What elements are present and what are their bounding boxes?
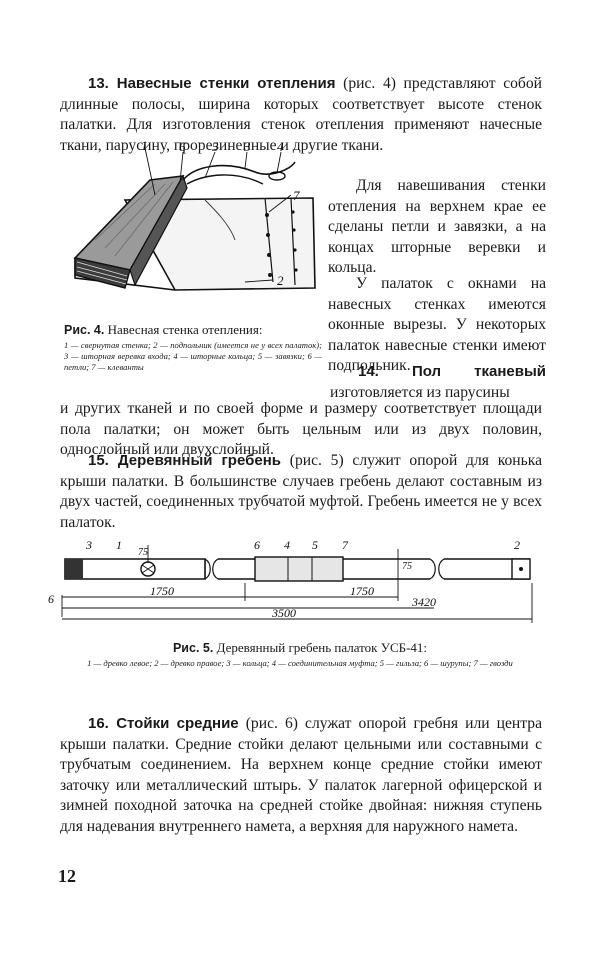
fig4-label-5: 5 <box>212 140 219 154</box>
section-16-heading: 16. Стойки средние <box>88 715 239 732</box>
figure-5-caption-text: Деревянный гребень палаток УСБ-41: <box>216 640 428 655</box>
section-15-text: (рис. 5) служит опорой для конька крыши … <box>60 452 542 531</box>
section-15-paragraph: 15. Деревянный гребень (рис. 5) служит о… <box>60 451 542 533</box>
section-13-continued: Для навешивания стенки отепления на верх… <box>328 176 546 279</box>
figure-5-legend: 1 — древко левое; 2 — древко правое; 3 —… <box>87 658 513 668</box>
figure-5-caption: Рис. 5. Деревянный гребень палаток УСБ-4… <box>60 640 540 656</box>
fig5-label-4: 4 <box>284 538 290 552</box>
fig5-label-2: 2 <box>514 538 520 552</box>
figure-4-illustration: 1 6 5 3 4 7 2 <box>73 140 316 291</box>
fig4-label-7: 7 <box>293 188 300 203</box>
figure-4-caption-label: Рис. 4. <box>64 323 105 337</box>
fig5-dim-1750-b: 1750 <box>350 584 374 598</box>
fig4-label-2: 2 <box>277 273 284 288</box>
figure-4-legend: 1 — свернутая стенка; 2 — подпольник (им… <box>64 340 322 372</box>
fig5-label-6: 6 <box>254 538 260 552</box>
section-15-heading: 15. Деревянный гребень <box>88 452 281 469</box>
fig5-dim-3500: 3500 <box>271 606 296 620</box>
section-13-heading: 13. Навесные стенки отепления <box>88 75 336 92</box>
section-13-text: (рис. 4) представляют собой длинные поло… <box>60 75 542 154</box>
section-14-text-b: и других тканей и по своей форме и разме… <box>60 400 542 458</box>
fig5-label-3: 3 <box>85 538 92 552</box>
section-16-text: (рис. 6) служат опорой гребня или центра… <box>60 715 543 835</box>
page-number: 12 <box>58 866 76 886</box>
section-14-start: 14. Пол тканевый изготовляется из паруси… <box>330 362 546 403</box>
figure-5-illustration: 3 1 75 6 4 5 7 75 2 6 1750 1750 3420 350… <box>48 538 533 623</box>
section-14-rest: и других тканей и по своей форме и разме… <box>60 399 542 461</box>
section-14-heading: 14. Пол тканевый <box>358 363 546 380</box>
section-13-windows: У палаток с окнами на навесных стенках и… <box>328 274 546 377</box>
fig5-label-7: 7 <box>342 538 349 552</box>
section-13-text-2: Для навешивания стенки отепления на верх… <box>328 177 546 276</box>
section-14-text-a: изготовляется из парусины <box>330 383 510 401</box>
fig5-dim-75-right: 75 <box>402 561 412 572</box>
fig5-label-6-left: 6 <box>48 592 54 606</box>
fig4-label-6: 6 <box>179 140 186 154</box>
figure-4-caption: Рис. 4. Навесная стенка отепления: <box>64 322 326 338</box>
fig4-label-1: 1 <box>141 140 148 153</box>
figure-4-caption-text: Навесная стенка отепления: <box>107 322 263 337</box>
fig5-label-1: 1 <box>116 538 122 552</box>
fig5-dim-75-left: 75 <box>138 547 148 558</box>
section-16-paragraph: 16. Стойки средние (рис. 6) служат опоро… <box>60 714 542 837</box>
figure-5-caption-label: Рис. 5. <box>172 641 214 655</box>
section-13-paragraph: 13. Навесные стенки отепления (рис. 4) п… <box>60 74 542 156</box>
section-13-text-3: У палаток с окнами на навесных стенках и… <box>328 275 546 374</box>
fig5-label-5: 5 <box>312 538 318 552</box>
fig5-dim-1750-a: 1750 <box>150 584 174 598</box>
fig4-label-3: 3 <box>243 140 251 154</box>
fig5-dim-3420: 3420 <box>411 595 436 609</box>
fig4-label-4: 4 <box>277 140 284 154</box>
